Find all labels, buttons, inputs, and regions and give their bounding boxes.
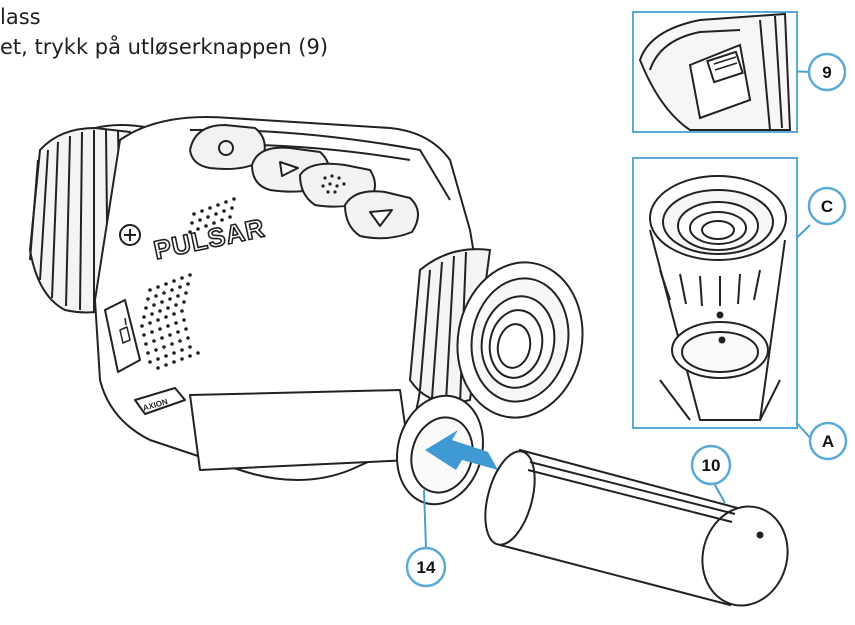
usb-port-cover [104, 299, 141, 373]
vent-grille [140, 197, 236, 370]
callout-a: A [808, 421, 848, 461]
callout-10-label: 10 [702, 456, 721, 475]
battery-illustration [484, 448, 789, 607]
inset-battery-cavity [632, 157, 798, 429]
contact-point-c [716, 311, 724, 319]
callout-9-label: 9 [822, 63, 831, 82]
menu-button-texture [321, 174, 346, 194]
thermal-monocular-illustration: PULSAR AXION [29, 115, 584, 506]
instruction-text: lass et, trykk på utløserknappen (9) [0, 2, 328, 62]
eyepiece [409, 248, 584, 419]
control-buttons [189, 124, 419, 240]
contact-point-a [718, 336, 726, 344]
instruction-line-1: lass [0, 5, 41, 29]
callout-9: 9 [807, 52, 847, 92]
inset-battery-release [632, 11, 798, 133]
up-arrow-icon [279, 161, 299, 177]
callout-14-label: 14 [417, 558, 436, 577]
battery-compartment-body [189, 389, 411, 471]
battery-end-cap [701, 505, 789, 607]
insertion-arrow [425, 430, 498, 470]
usb-icon [119, 317, 131, 344]
power-icon [218, 140, 234, 156]
callout-14: 14 [405, 546, 447, 588]
instruction-line-2: et, trykk på utløserknappen (9) [0, 35, 329, 59]
callout-c: C [807, 186, 847, 226]
down-arrow-icon [369, 209, 393, 227]
callout-a-label: A [822, 432, 834, 451]
callout-c-label: C [821, 197, 833, 216]
callout-10: 10 [690, 444, 732, 486]
